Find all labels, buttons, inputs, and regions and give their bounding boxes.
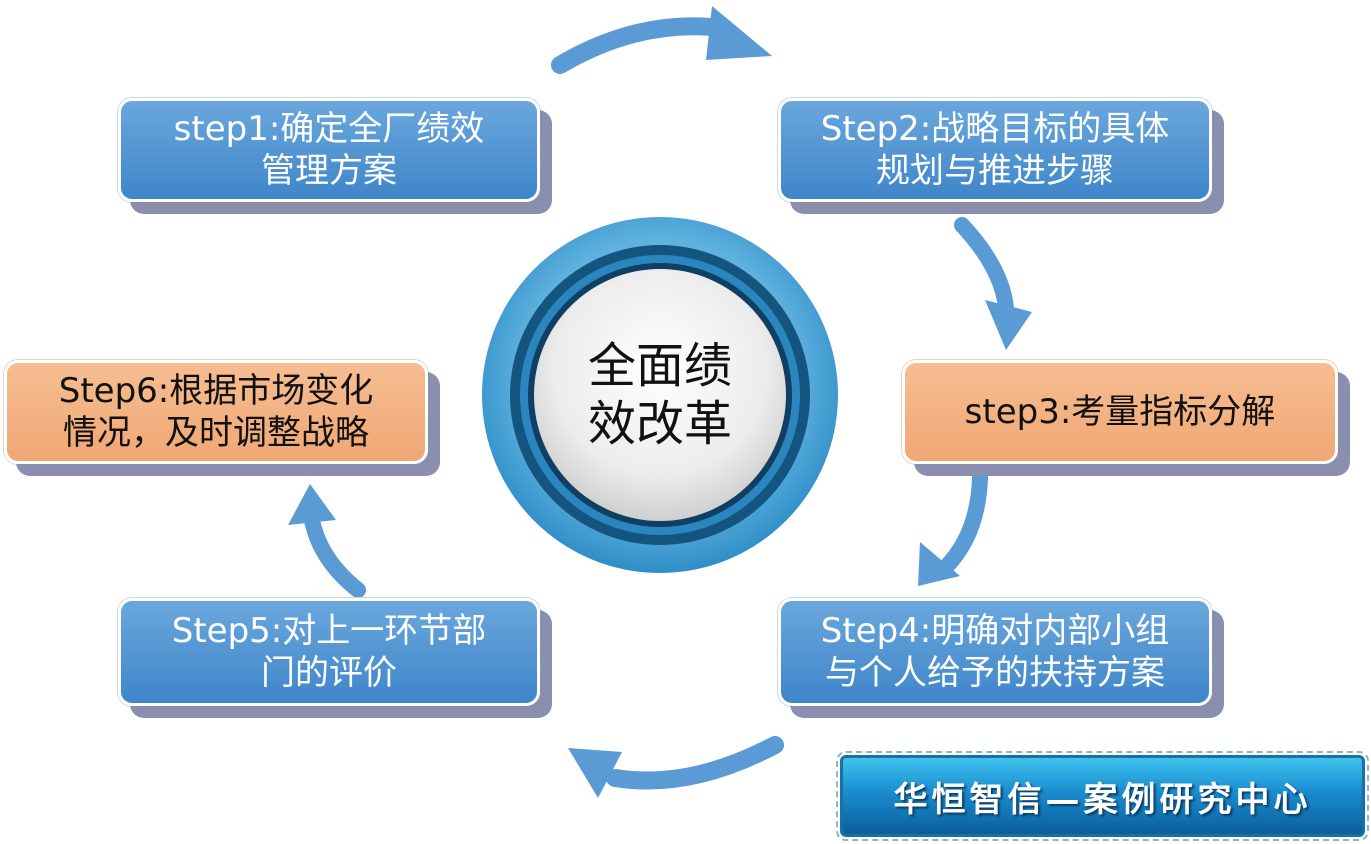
step2-line1: Step2:战略目标的具体: [820, 109, 1170, 149]
step1-line1: step1:确定全厂绩效: [173, 109, 485, 149]
arrow-step5-to-step6: [288, 484, 366, 598]
step2-box: Step2:战略目标的具体 规划与推进步骤: [778, 98, 1212, 202]
step1-box: step1:确定全厂绩效 管理方案: [118, 98, 540, 202]
step6-line2: 情况，及时调整战略: [63, 413, 369, 453]
step3-box: step3:考量指标分解: [902, 360, 1338, 464]
step6-box: Step6:根据市场变化 情况，及时调整战略: [4, 360, 428, 464]
step3-line1: step3:考量指标分解: [964, 392, 1276, 432]
center-title-line1: 全面绩: [587, 338, 732, 394]
step6-line1: Step6:根据市场变化: [58, 371, 374, 411]
step5-line2: 门的评价: [261, 653, 397, 693]
arrow-step4-to-step5: [568, 736, 784, 798]
step5-line1: Step5:对上一环节部: [171, 611, 487, 651]
arrow-step1-to-step2: [551, 6, 772, 74]
step1-line2: 管理方案: [260, 151, 397, 191]
source-badge: 华恒智信—案例研究中心: [836, 751, 1369, 841]
source-badge-text: 华恒智信—案例研究中心: [893, 779, 1312, 820]
step4-line2: 与个人给予的扶持方案: [825, 653, 1165, 693]
step4-line1: Step4:明确对内部小组: [820, 611, 1170, 651]
arrow-step2-to-step3: [954, 217, 1032, 350]
center-ring: [482, 217, 838, 573]
center-title: 全面绩 效改革: [540, 320, 780, 470]
step4-box: Step4:明确对内部小组 与个人给予的扶持方案: [778, 598, 1212, 706]
step5-box: Step5:对上一环节部 门的评价: [118, 598, 540, 706]
center-title-line2: 效改革: [587, 396, 732, 452]
step2-line2: 规划与推进步骤: [876, 151, 1114, 191]
arrow-step3-to-step4: [918, 470, 988, 586]
